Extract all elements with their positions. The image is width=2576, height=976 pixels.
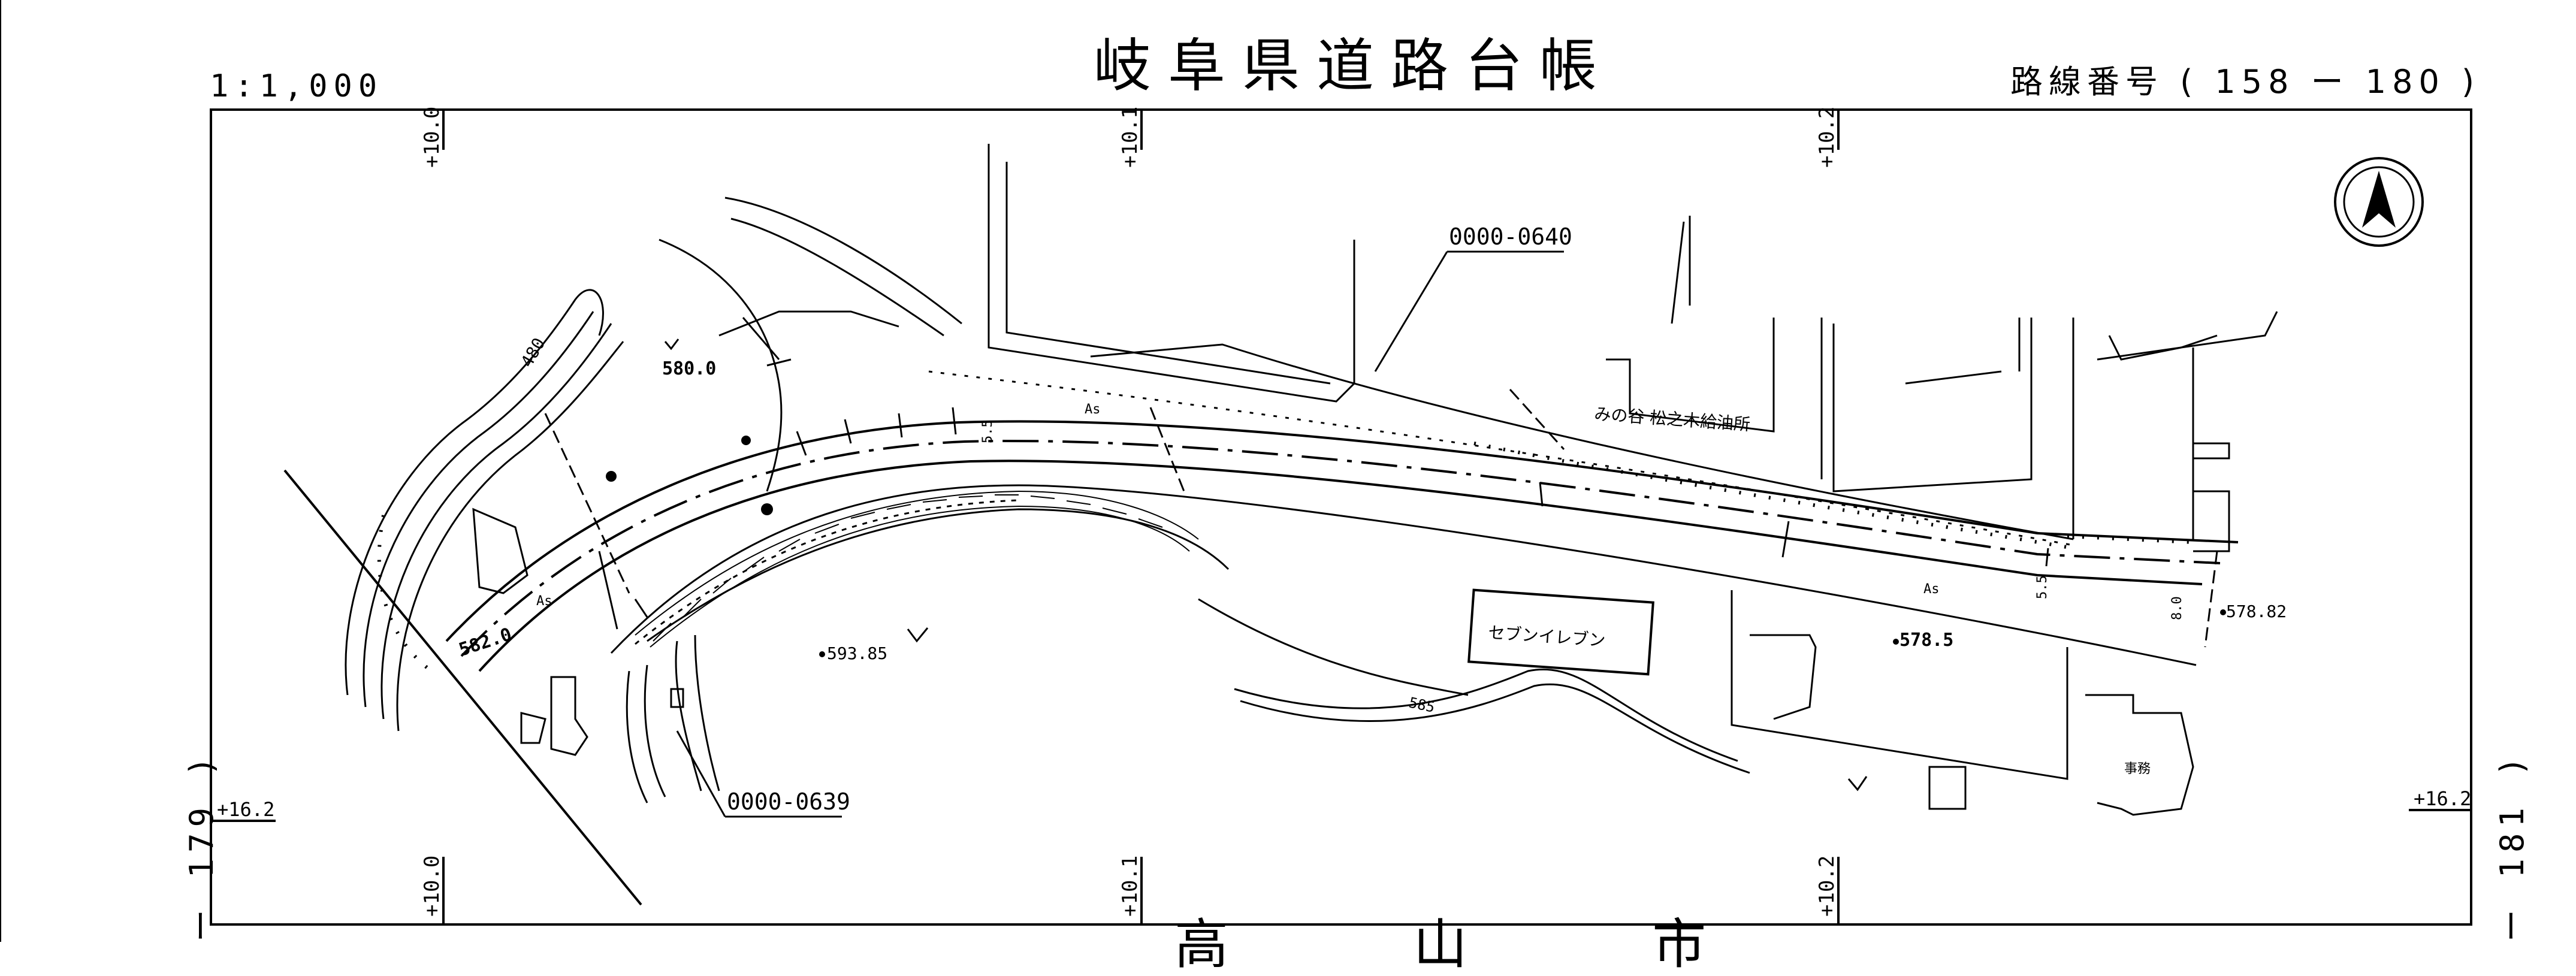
building-label: 事務 xyxy=(2124,762,2151,776)
station-side-left: +16.2 xyxy=(217,798,274,821)
station-side-right: +16.2 xyxy=(2414,787,2471,810)
elevation-580: 580.0 xyxy=(662,358,716,379)
station-ticks xyxy=(211,110,2471,924)
road-width-3: 8.0 xyxy=(2170,596,2185,620)
slope-hatching xyxy=(635,490,1199,648)
map-frame xyxy=(210,108,2472,926)
sheet-title: 岐阜県道路台帳 xyxy=(1094,32,1614,99)
property-lines xyxy=(544,388,2218,648)
pavement-as-3: As xyxy=(536,594,552,609)
sheet-cut-line xyxy=(283,469,642,906)
station-bottom-1: +10.0 xyxy=(420,856,444,917)
pavement-as-2: As xyxy=(1923,582,1940,597)
callout-top: 0000-0640 xyxy=(1449,223,1572,250)
contour-585: 585 xyxy=(1408,694,1436,715)
elevation-578: 578.5 xyxy=(1899,630,1953,651)
north-arrow-icon xyxy=(2334,157,2424,247)
store-label: セブンイレブン xyxy=(1488,623,1606,651)
elevation-582: 582.0 xyxy=(457,624,515,660)
callout-leaders xyxy=(676,250,1564,818)
road-width-2: 5.5 xyxy=(2035,575,2050,599)
station-top-1: +10.0 xyxy=(420,107,444,168)
station-top-2: +10.1 xyxy=(1118,107,1142,168)
route-number: 路線番号 ( 158 ー 180 ) xyxy=(2010,63,2481,101)
station-top-3: +10.2 xyxy=(1815,107,1839,168)
map-scale: 1:1,000 xyxy=(210,68,383,104)
road-width-1: 5.5 xyxy=(980,419,995,443)
vegetation-marks xyxy=(664,339,1868,791)
contour-lines xyxy=(345,238,899,803)
centerline-ticks xyxy=(796,407,2049,567)
pavement-as-1: As xyxy=(1085,402,1101,417)
elevation-57882: 578.82 xyxy=(2226,602,2287,621)
main-road xyxy=(445,197,2239,774)
spot-markers xyxy=(606,436,2226,657)
callout-bottom: 0000-0639 xyxy=(727,788,850,815)
station-bottom-3: +10.2 xyxy=(1815,856,1839,917)
contour-480: 480 xyxy=(517,334,549,370)
road-ledger-sheet: 岐阜県道路台帳 1:1,000 路線番号 ( 158 ー 180 ) ー 179… xyxy=(0,0,2531,972)
map-drawing: +10.0 +10.1 +10.2 +10.0 +10.1 +10.2 +16.… xyxy=(0,0,2472,942)
buildings xyxy=(472,144,2278,816)
station-bottom-2: +10.1 xyxy=(1118,856,1142,917)
dotted-boundary xyxy=(377,442,2194,673)
business-label: みの谷 松之木給油所 xyxy=(1594,404,1751,434)
store-outline xyxy=(1467,588,1654,676)
elevation-593: 593.85 xyxy=(827,643,887,663)
